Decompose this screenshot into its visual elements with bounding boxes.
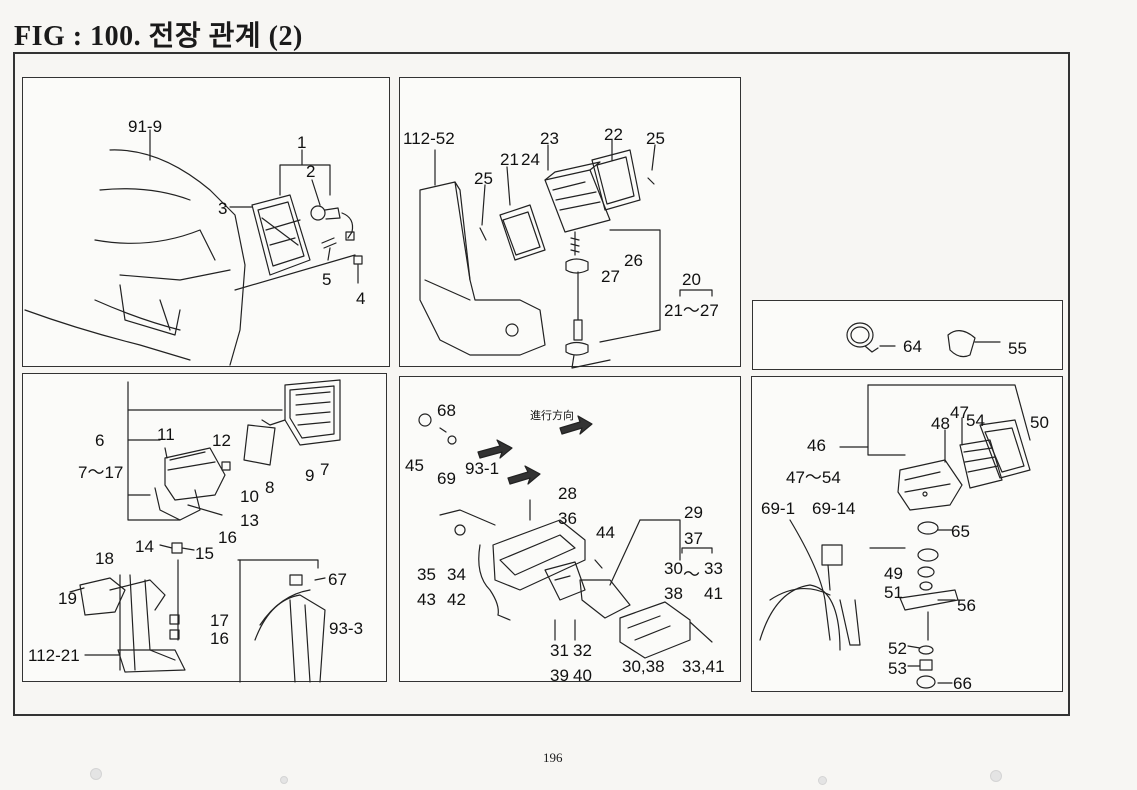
diagram-frame — [13, 52, 1070, 716]
part-callout-small-parts: 55 — [1008, 339, 1027, 358]
part-callout-combination-lamp: 33 — [704, 559, 723, 578]
part-callout-side-lamp: 21 — [500, 150, 519, 169]
part-callout-side-lamp: 112-52 — [403, 129, 455, 148]
scan-mark-dot — [90, 768, 102, 780]
part-callout-beacon-lamp: 66 — [953, 674, 972, 693]
part-callout-beacon-lamp: 47 — [950, 403, 969, 422]
panel-side-lamp — [399, 77, 741, 367]
part-callout-side-lamp: 23 — [540, 129, 559, 148]
part-callout-rear-work-lamp: 10 — [240, 487, 259, 506]
part-callout-combination-lamp: 37 — [684, 529, 703, 548]
figure-title: FIG : 100. 전장 관계 (2) — [14, 21, 303, 52]
part-callout-headlamp: 5 — [322, 270, 332, 289]
part-callout-combination-lamp: 36 — [558, 509, 577, 528]
part-callout-rear-work-lamp: 13 — [240, 511, 259, 530]
part-callout-rear-work-lamp: 7～17 — [78, 463, 124, 482]
part-callout-combination-lamp: 38 — [664, 584, 683, 603]
page-number: 196 — [543, 750, 563, 765]
part-callout-side-lamp: 25 — [646, 129, 665, 148]
part-callout-rear-work-lamp: 67 — [328, 570, 347, 589]
part-callout-combination-lamp: 39 — [550, 666, 569, 685]
part-callout-rear-work-lamp: 12 — [212, 431, 231, 450]
part-callout-combination-lamp: 35 — [417, 565, 436, 584]
part-callout-beacon-lamp: 54 — [966, 411, 985, 430]
part-callout-headlamp: 1 — [297, 133, 307, 152]
part-callout-beacon-lamp: 69-1 — [761, 499, 796, 518]
panel-small-parts — [752, 300, 1063, 370]
part-callout-combination-lamp: 進行方向 — [530, 410, 574, 422]
part-callout-rear-work-lamp: 17 — [210, 611, 229, 630]
part-callout-beacon-lamp: 56 — [957, 596, 976, 615]
part-callout-beacon-lamp: 65 — [951, 522, 970, 541]
part-callout-rear-work-lamp: 19 — [58, 589, 77, 608]
part-callout-combination-lamp: 31 — [550, 641, 569, 660]
part-callout-combination-lamp: 68 — [437, 401, 456, 420]
part-callout-side-lamp: 22 — [604, 125, 623, 144]
part-callout-side-lamp: 27 — [601, 267, 620, 286]
part-callout-combination-lamp: 44 — [596, 523, 615, 542]
part-callout-combination-lamp: 33,41 — [682, 657, 725, 676]
part-callout-combination-lamp: 29 — [684, 503, 703, 522]
part-callout-combination-lamp: 93-1 — [465, 459, 500, 478]
part-callout-combination-lamp: 43 — [417, 590, 436, 609]
part-callout-combination-lamp: 30 — [664, 559, 683, 578]
part-callout-rear-work-lamp: 112-21 — [28, 646, 80, 665]
scan-mark-dot — [990, 770, 1002, 782]
part-callout-combination-lamp: 69 — [437, 469, 456, 488]
part-callout-beacon-lamp: 53 — [888, 659, 907, 678]
part-callout-headlamp: 91-9 — [128, 117, 163, 136]
part-callout-small-parts: 64 — [903, 337, 922, 356]
part-callout-beacon-lamp: 46 — [807, 436, 826, 455]
part-callout-rear-work-lamp: 16 — [210, 629, 229, 648]
part-callout-side-lamp: 24 — [521, 150, 540, 169]
part-callout-headlamp: 3 — [218, 199, 228, 218]
part-callout-side-lamp: 20 — [682, 270, 701, 289]
part-callout-side-lamp: 21～27 — [664, 301, 719, 320]
part-callout-combination-lamp: 45 — [405, 456, 424, 475]
part-callout-rear-work-lamp: 14 — [135, 537, 154, 556]
part-callout-beacon-lamp: 52 — [888, 639, 907, 658]
part-callout-headlamp: 2 — [306, 162, 316, 181]
part-callout-rear-work-lamp: 11 — [157, 425, 175, 444]
part-callout-beacon-lamp: 48 — [931, 414, 950, 433]
part-callout-beacon-lamp: 50 — [1030, 413, 1049, 432]
part-callout-side-lamp: 25 — [474, 169, 493, 188]
part-callout-rear-work-lamp: 93-3 — [329, 619, 364, 638]
part-callout-combination-lamp: 34 — [447, 565, 466, 584]
part-callout-rear-work-lamp: 16 — [218, 528, 237, 547]
part-callout-beacon-lamp: 69-14 — [812, 499, 856, 518]
part-callout-side-lamp: 26 — [624, 251, 643, 270]
panel-rear-work-lamp — [22, 373, 387, 682]
part-callout-rear-work-lamp: 18 — [95, 549, 114, 568]
part-callout-combination-lamp: 40 — [573, 666, 592, 685]
part-callout-combination-lamp: 32 — [573, 641, 592, 660]
part-callout-headlamp: 4 — [356, 289, 366, 308]
part-callout-combination-lamp: 41 — [704, 584, 723, 603]
panel-headlamp — [22, 77, 390, 367]
part-callout-combination-lamp: ～ — [683, 565, 700, 584]
scan-mark-dot — [818, 776, 827, 785]
part-callout-beacon-lamp: 49 — [884, 564, 903, 583]
part-callout-beacon-lamp: 47～54 — [786, 468, 841, 487]
part-callout-rear-work-lamp: 6 — [95, 431, 105, 450]
scan-mark-dot — [280, 776, 288, 784]
part-callout-rear-work-lamp: 7 — [320, 460, 330, 479]
part-callout-rear-work-lamp: 15 — [195, 544, 214, 563]
part-callout-rear-work-lamp: 8 — [265, 478, 275, 497]
part-callout-combination-lamp: 42 — [447, 590, 466, 609]
part-callout-combination-lamp: 30,38 — [622, 657, 665, 676]
part-callout-beacon-lamp: 51 — [884, 583, 903, 602]
part-callout-combination-lamp: 28 — [558, 484, 577, 503]
part-callout-rear-work-lamp: 9 — [305, 466, 315, 485]
